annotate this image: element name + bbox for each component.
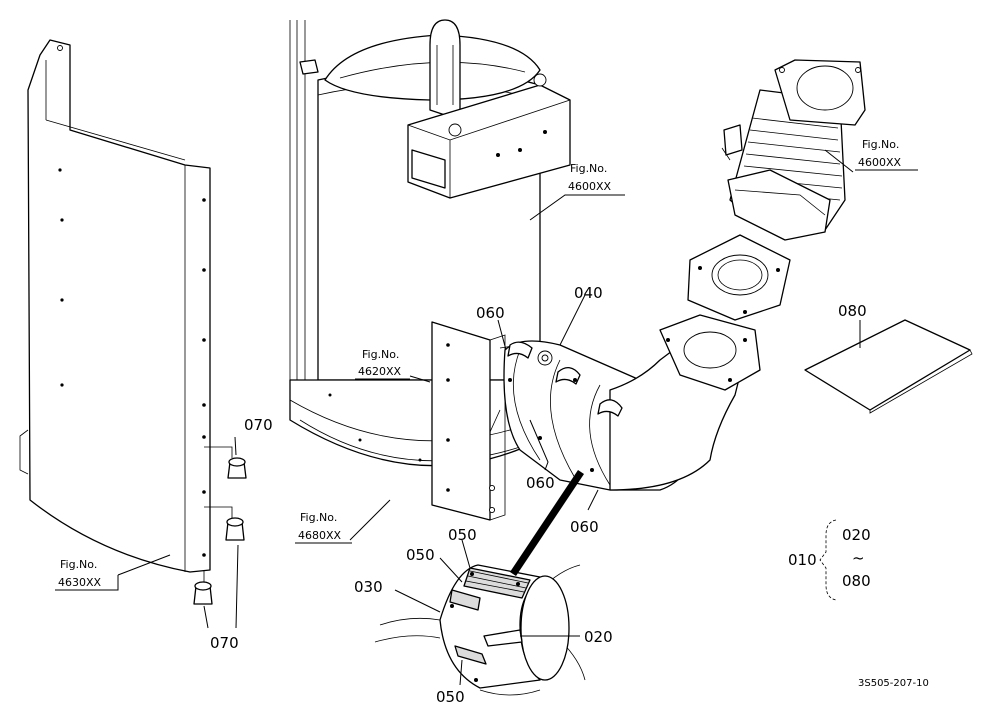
- side-cover-panel: [19, 39, 211, 573]
- range-end: 080: [842, 572, 871, 590]
- svg-text:4630XX: 4630XX: [58, 576, 102, 589]
- callout-060-low: 060: [570, 518, 599, 536]
- leader-lines: [117, 149, 861, 686]
- callout-030: 030: [354, 578, 383, 596]
- callout-070-bottom: 070: [210, 634, 239, 652]
- callout-070-top: 070: [244, 416, 273, 434]
- svg-text:Fig.No.: Fig.No.: [300, 511, 337, 524]
- svg-text:Fig.No.: Fig.No.: [862, 138, 899, 151]
- svg-text:Fig.No.: Fig.No.: [60, 558, 97, 571]
- gasket-band-detail: [374, 564, 586, 696]
- callout-050-c: 050: [436, 688, 465, 706]
- callout-050-b: 050: [406, 546, 435, 564]
- svg-text:4600XX: 4600XX: [568, 180, 612, 193]
- flex-bellows-pipe: [721, 59, 866, 241]
- callout-060-mid: 060: [526, 474, 555, 492]
- svg-text:Fig.No.: Fig.No.: [362, 348, 399, 361]
- callout-020: 020: [584, 628, 613, 646]
- fig-ref-mid: Fig.No. 4620XX: [355, 348, 410, 380]
- callout-060-top: 060: [476, 304, 505, 322]
- inner-bracket: [431, 321, 506, 521]
- fig-ref-low: Fig.No. 4680XX: [295, 511, 352, 544]
- exhaust-pipe-assembly: [489, 314, 761, 491]
- fig-ref-top: Fig.No. 4600XX: [568, 162, 612, 193]
- range-start: 020: [842, 526, 871, 544]
- bolt-070-top: [204, 446, 247, 479]
- detail-pointer: [510, 470, 584, 576]
- gasket-flange: [687, 234, 791, 321]
- svg-text:4620XX: 4620XX: [358, 365, 402, 378]
- svg-text:4600XX: 4600XX: [858, 156, 902, 169]
- bolt-070-low: [193, 570, 213, 605]
- range-group-010: 010 020 ~ 080: [788, 519, 871, 601]
- callout-050-a: 050: [448, 526, 477, 544]
- callout-040: 040: [574, 284, 603, 302]
- range-tilde: ~: [852, 549, 865, 567]
- dpf-housing: [289, 19, 571, 467]
- operator-manual: [804, 319, 973, 414]
- bolt-070-mid: [204, 506, 245, 541]
- drawing-number: 3S505-207-10: [858, 678, 929, 689]
- svg-text:4680XX: 4680XX: [298, 529, 342, 542]
- svg-text:Fig.No.: Fig.No.: [570, 162, 607, 175]
- callout-080: 080: [838, 302, 867, 320]
- fig-ref-left: Fig.No. 4630XX: [55, 558, 119, 591]
- fig-ref-right: Fig.No. 4600XX: [855, 138, 918, 171]
- callout-010: 010: [788, 551, 817, 569]
